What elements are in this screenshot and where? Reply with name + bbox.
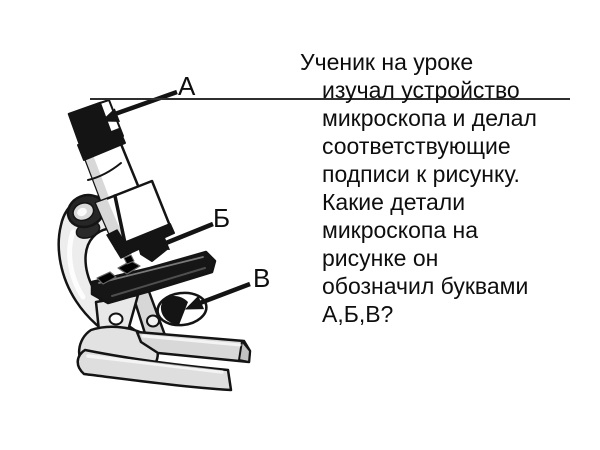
joint-screw-hole — [108, 312, 124, 326]
label-a-arrow — [100, 89, 178, 122]
arm-highlight — [67, 229, 86, 300]
label-b: Б — [213, 203, 231, 233]
base-lower-highlight — [86, 354, 224, 374]
stage-gloss-front — [111, 267, 206, 297]
question-line-9: обозначил буквами — [322, 273, 529, 299]
stage — [90, 250, 217, 305]
question-line-10: А,Б,В? — [322, 301, 394, 327]
stage-clip-2 — [96, 271, 117, 285]
question-line-1: Ученик на уроке — [300, 49, 474, 75]
tube-seam — [87, 162, 122, 181]
stage-gloss-top — [98, 256, 204, 284]
base-upper-highlight — [141, 334, 242, 347]
objective-lens — [136, 228, 168, 262]
question-line-4: соответствующие — [322, 133, 511, 159]
label-b-arrow — [150, 221, 214, 251]
question-line-5: подписи к рисунку. — [322, 161, 520, 187]
eyepiece-collar — [77, 128, 126, 161]
question-text: Ученик на уроке изучал устройство микрос… — [300, 48, 578, 328]
mirror-reflection — [160, 296, 188, 325]
label-a: А — [178, 71, 196, 101]
label-v-arrow — [184, 281, 251, 310]
rack-rod — [113, 194, 128, 250]
label-v: В — [253, 263, 271, 293]
header-divider-line — [90, 98, 570, 100]
question-line-8: рисунке он — [322, 245, 439, 271]
question-line-3: микроскопа и делал — [322, 105, 537, 131]
stage-clip-stub — [123, 254, 135, 265]
body-tube-shade — [85, 155, 112, 208]
question-line-7: микроскопа на — [322, 217, 479, 243]
question-line-6: Какие детали — [322, 189, 466, 215]
base-prong-endcap — [238, 340, 251, 363]
focus-knob-center — [77, 207, 87, 217]
mirror-bracket — [146, 314, 160, 328]
question-line-2: изучал устройство — [322, 77, 520, 103]
